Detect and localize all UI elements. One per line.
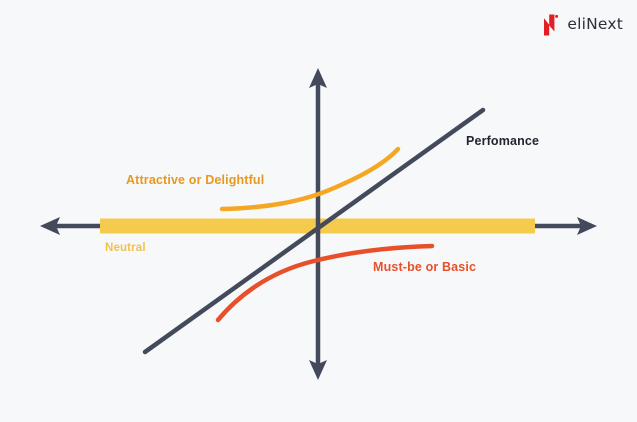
- vertical-axis-top-arrowhead: [309, 68, 327, 88]
- elinext-wordmark: eliNext: [567, 15, 623, 34]
- vertical-axis: [309, 68, 327, 380]
- elinext-n-mark-icon: [544, 14, 559, 36]
- label-perfomance: Perfomance: [466, 134, 540, 148]
- label-must-be-or-basic: Must-be or Basic: [373, 260, 477, 274]
- label-attractive-or-delightful: Attractive or Delightful: [126, 173, 265, 187]
- must-be-curve: [215, 243, 435, 323]
- attractive-curve: [219, 146, 401, 212]
- label-neutral: Neutral: [105, 242, 146, 254]
- horizontal-axis-left-arrowhead: [40, 217, 60, 235]
- vertical-axis-bottom-arrowhead: [309, 360, 327, 380]
- performance-line: [142, 107, 486, 355]
- elinext-logo: eliNext: [543, 12, 623, 38]
- horizontal-axis-right-arrowhead: [577, 217, 597, 235]
